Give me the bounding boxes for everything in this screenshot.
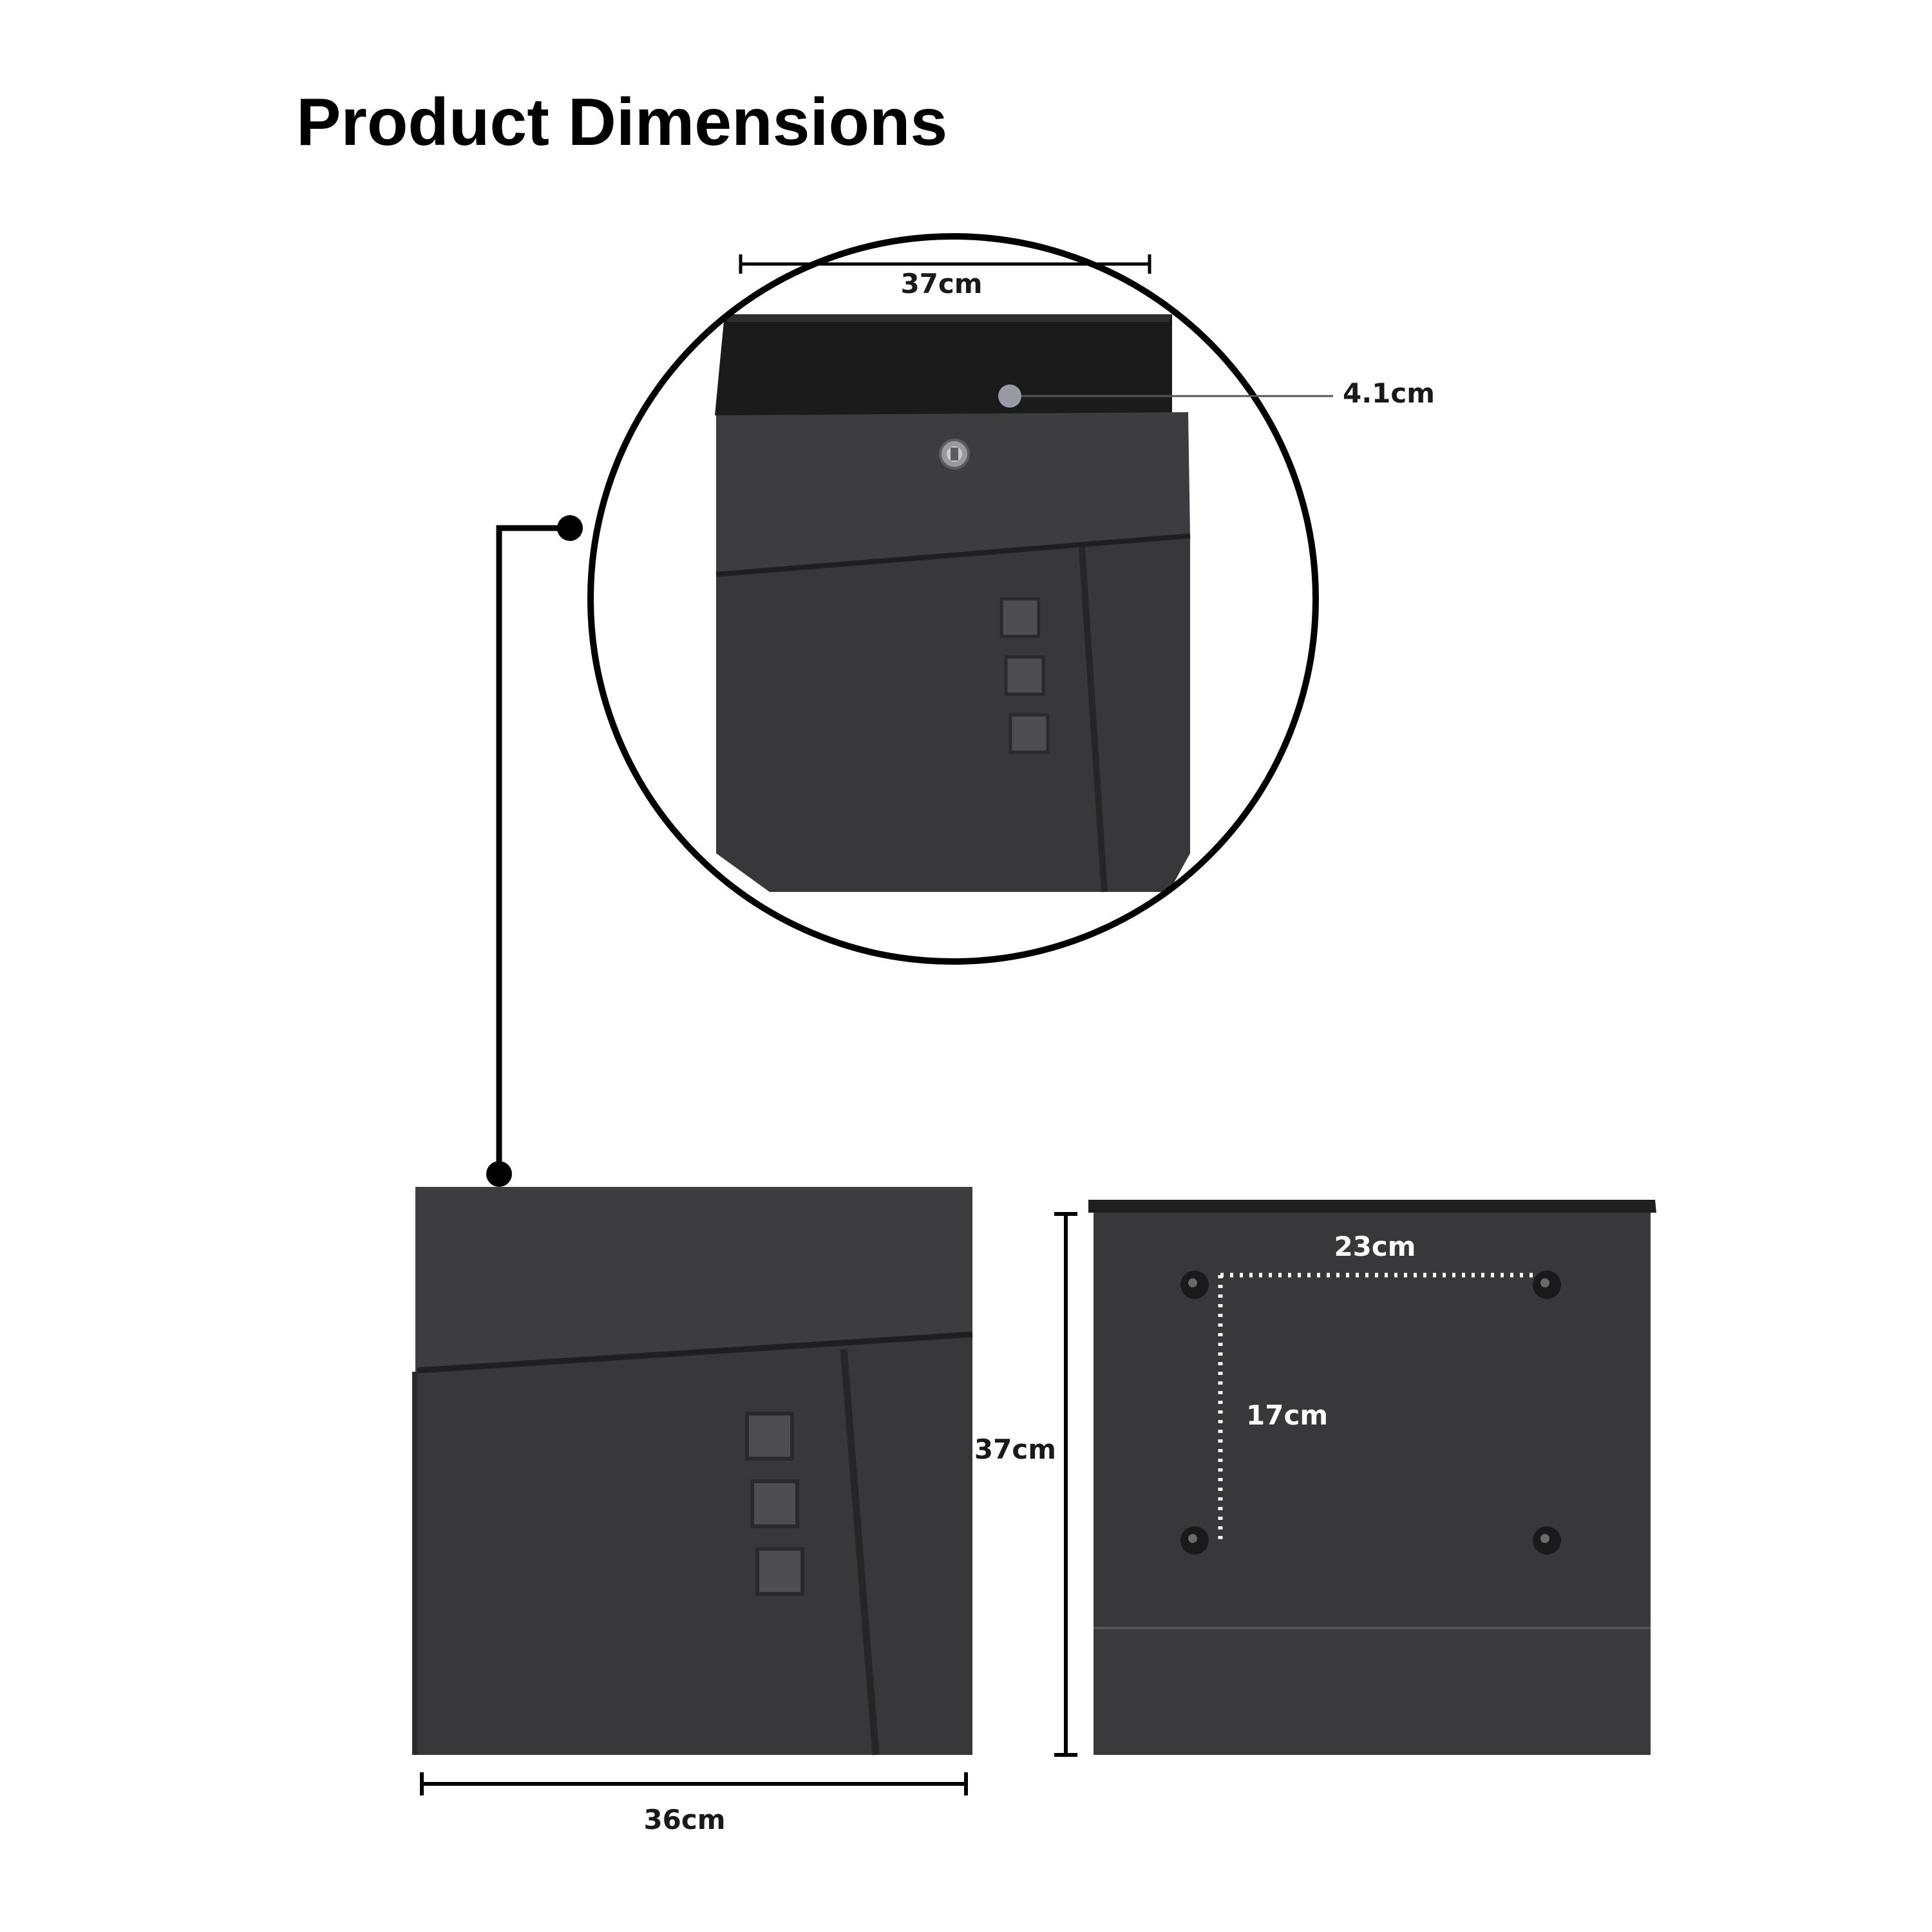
mount-hole-icon [1533, 1271, 1561, 1299]
lock-icon [939, 439, 970, 469]
front-window-3 [755, 1547, 804, 1596]
front-fold-line [417, 1331, 973, 1374]
zoom-fold-line [715, 533, 1191, 577]
front-width-dimension: 36cm [420, 1772, 968, 1835]
mount-vertical-label: 17cm [1246, 1399, 1328, 1431]
mount-horizontal-label: 23cm [1334, 1231, 1416, 1262]
zoom-window-1 [999, 597, 1041, 638]
slot-depth-marker [998, 384, 1021, 408]
mount-hole-icon [1533, 1526, 1561, 1555]
zoom-panel-seam [1079, 547, 1108, 893]
page-title: Product Dimensions [296, 85, 947, 160]
zoom-body [716, 535, 1190, 892]
back-top-rim [1088, 1200, 1656, 1213]
zoom-window-2 [1004, 655, 1045, 696]
zoom-window-3 [1009, 713, 1050, 754]
front-panel-seam [840, 1349, 880, 1756]
zoom-detail [587, 233, 1319, 965]
front-window-2 [750, 1479, 799, 1528]
mount-hole-icon [1180, 1271, 1209, 1299]
back-height-dimension: 37cm [974, 1212, 1077, 1757]
back-height-label: 37cm [974, 1434, 1056, 1465]
front-view [412, 1187, 973, 1756]
top-width-dimension: 37cm [739, 254, 1151, 299]
back-panel [1094, 1213, 1651, 1628]
back-view: 23cm 17cm [1088, 1200, 1656, 1755]
connector-dot-icon [486, 1161, 512, 1187]
front-body [415, 1333, 972, 1755]
front-lid [415, 1187, 972, 1368]
slot-depth-dimension: 4.1cm [1021, 377, 1435, 409]
slot-depth-label: 4.1cm [1343, 377, 1435, 409]
front-left-edge [412, 1372, 417, 1755]
zoom-connector [486, 515, 583, 1187]
slot-rim [724, 314, 1172, 322]
slot-interior [715, 314, 1172, 415]
back-bottom-strip [1094, 1628, 1651, 1755]
mount-hole-icon [1180, 1526, 1209, 1555]
zoom-lid [716, 412, 1190, 573]
front-window-1 [745, 1412, 794, 1461]
zoom-circle-outline [587, 233, 1319, 965]
connector-dot-icon [557, 515, 583, 541]
top-width-label: 37cm [900, 268, 982, 299]
front-width-label: 36cm [643, 1804, 725, 1835]
